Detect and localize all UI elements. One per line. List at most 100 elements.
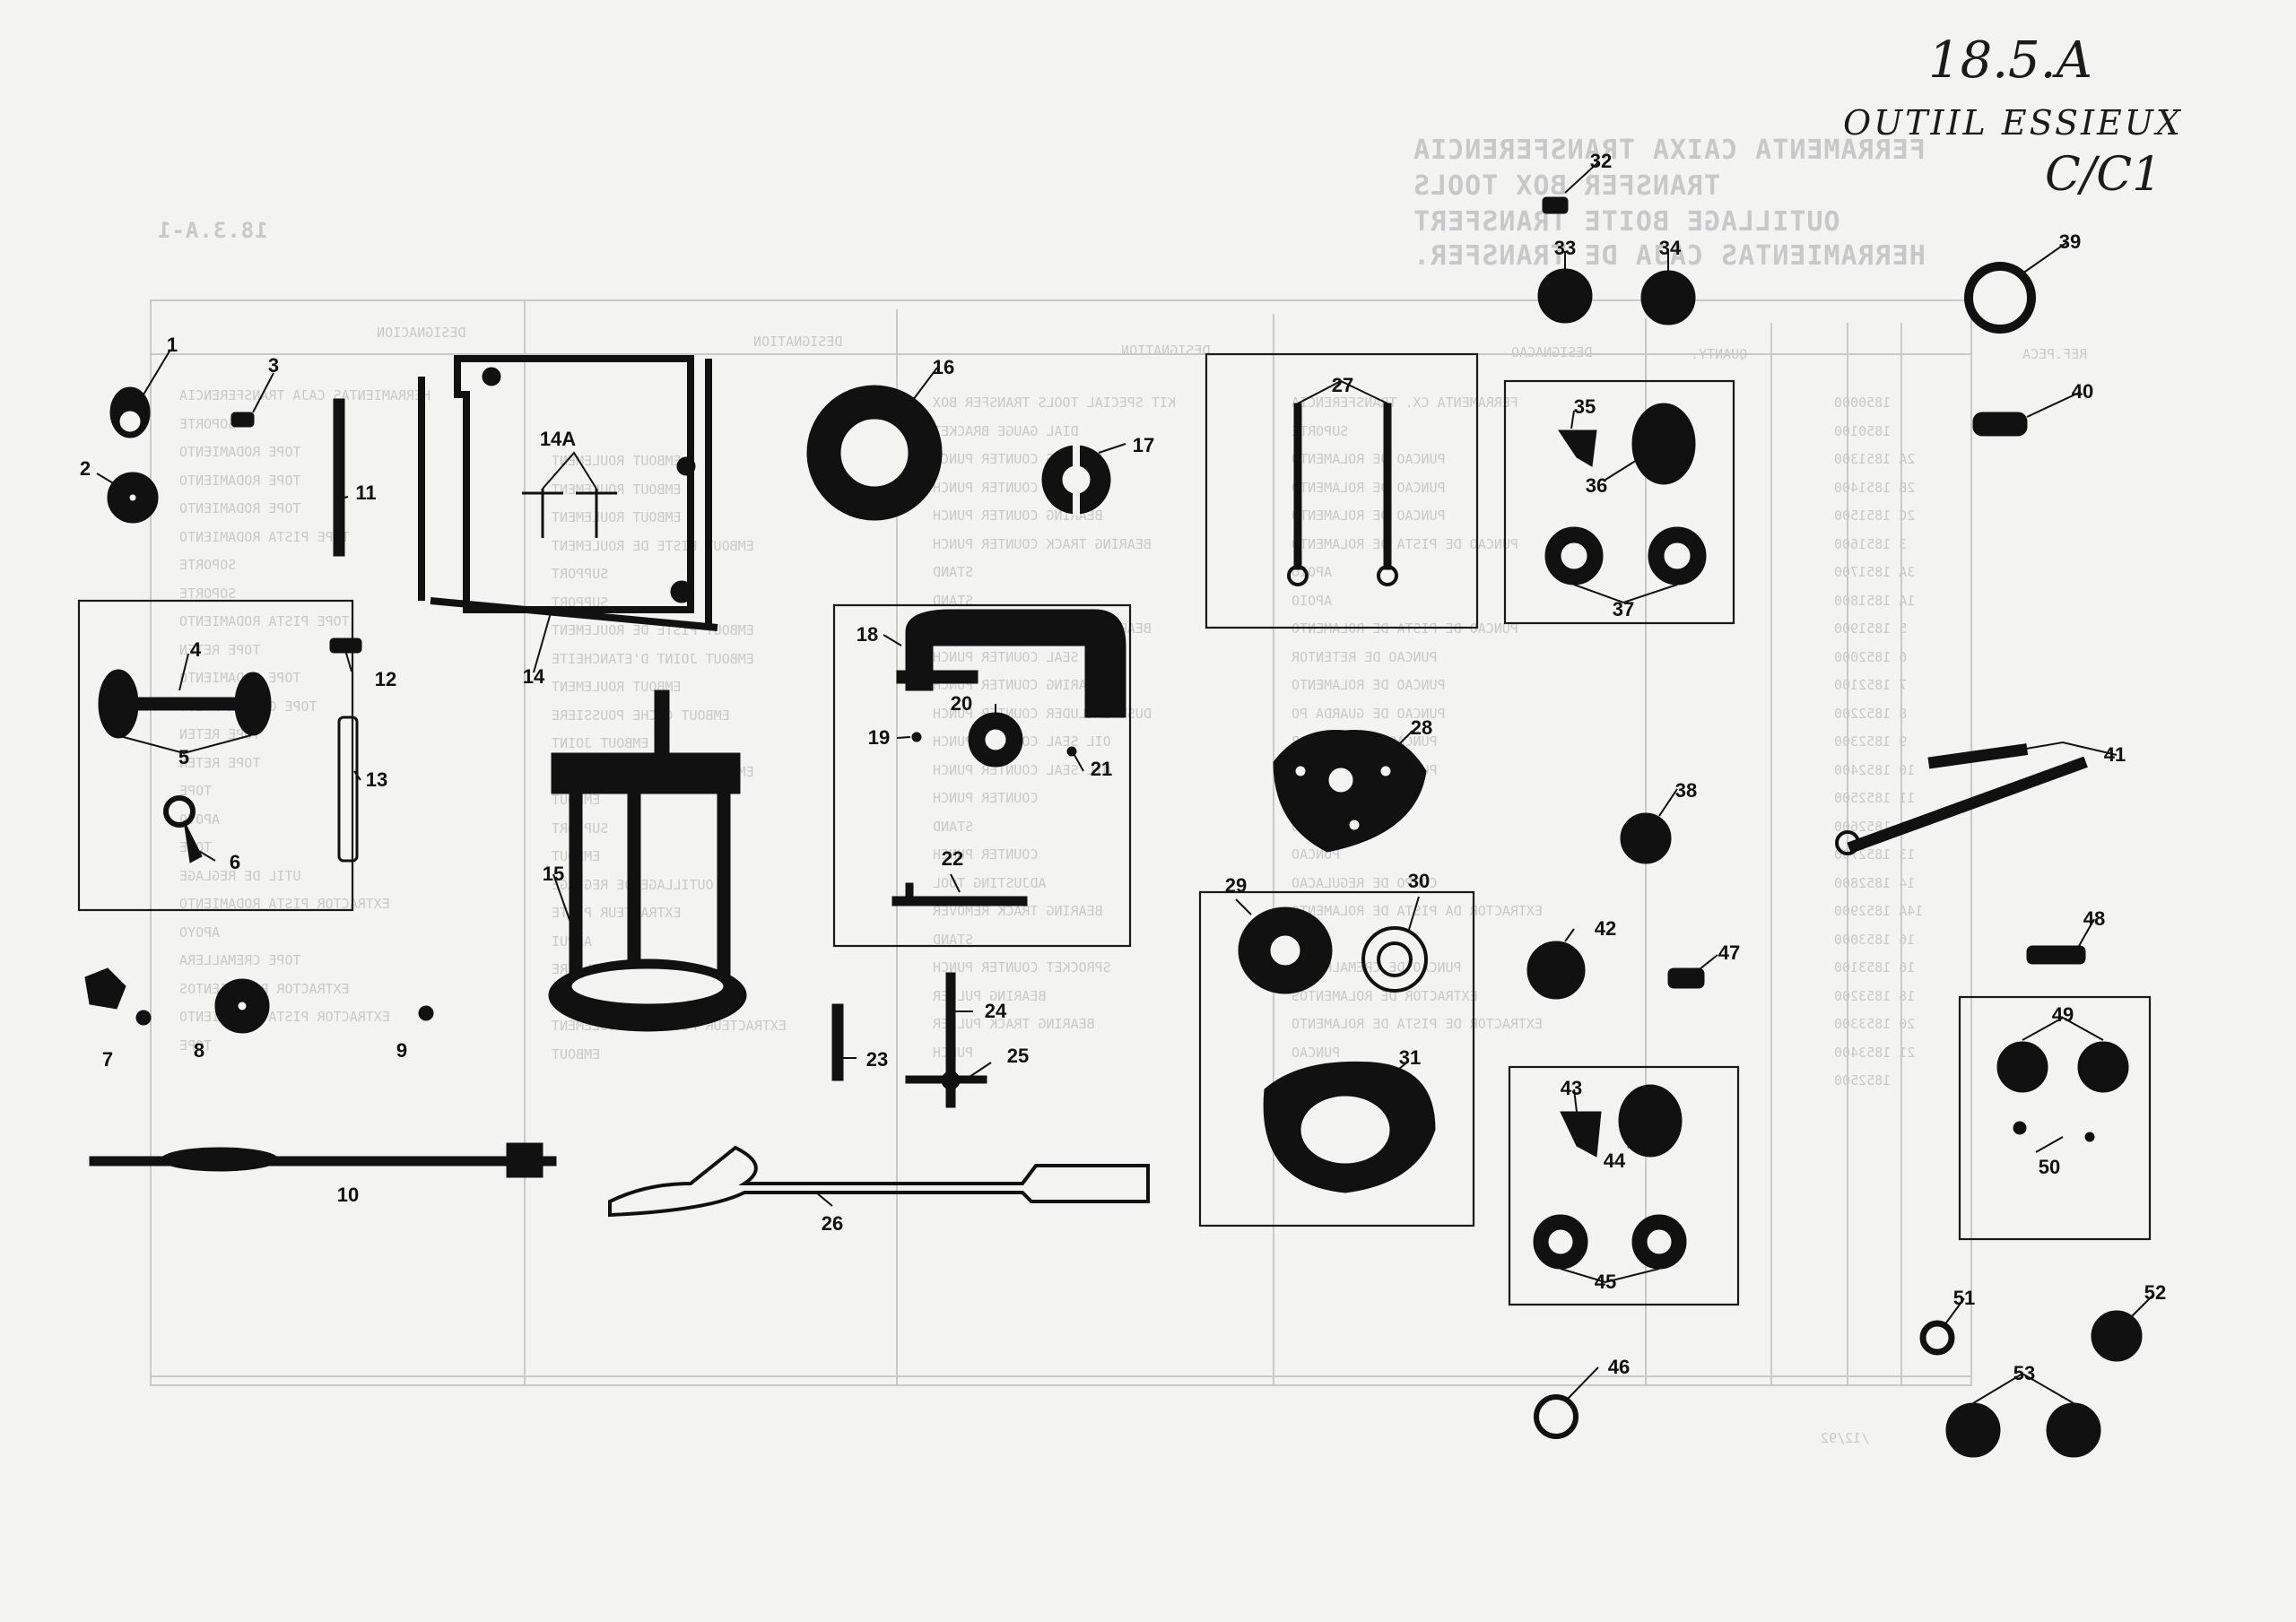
callout-19: 19 bbox=[867, 726, 891, 749]
callout-1: 1 bbox=[166, 334, 178, 356]
callout-32: 32 bbox=[1589, 150, 1613, 172]
callout-36: 36 bbox=[1585, 474, 1608, 497]
callout-49: 49 bbox=[2051, 1003, 2074, 1026]
callout-50: 50 bbox=[2038, 1156, 2061, 1178]
tool-21-pin bbox=[1066, 746, 1077, 757]
tool-35-wedge bbox=[1558, 429, 1597, 467]
tool-23-punch bbox=[831, 1003, 844, 1081]
tool-4-5-punch bbox=[98, 669, 272, 739]
callout-24: 24 bbox=[984, 1000, 1007, 1022]
tool-17-split-ring bbox=[1041, 444, 1111, 516]
callout-7: 7 bbox=[101, 1048, 114, 1071]
callout-12: 12 bbox=[374, 668, 397, 690]
tool-49-disc-b bbox=[2077, 1041, 2129, 1093]
callout-28: 28 bbox=[1410, 716, 1433, 739]
callout-35: 35 bbox=[1573, 395, 1596, 418]
tool-42-disc bbox=[1526, 941, 1586, 1000]
tool-14-stand bbox=[418, 355, 718, 631]
callout-4: 4 bbox=[189, 638, 202, 661]
panel-29-31 bbox=[1198, 890, 1475, 1227]
callout-47: 47 bbox=[1718, 941, 1741, 964]
callout-25: 25 bbox=[1006, 1045, 1030, 1067]
callout-42: 42 bbox=[1594, 917, 1617, 940]
tool-26-wrench bbox=[608, 1145, 1150, 1218]
callout-26: 26 bbox=[821, 1212, 844, 1235]
tool-31-plate bbox=[1263, 1061, 1436, 1193]
callout-18: 18 bbox=[856, 623, 879, 646]
tool-43-wedge bbox=[1560, 1111, 1602, 1158]
panel-35-37 bbox=[1503, 379, 1735, 625]
tool-3-pin bbox=[230, 412, 255, 428]
callout-41: 41 bbox=[2103, 743, 2126, 766]
callout-51: 51 bbox=[1952, 1287, 1976, 1309]
tool-48-sleeve bbox=[2026, 945, 2086, 965]
callout-48: 48 bbox=[2083, 907, 2106, 930]
callout-34: 34 bbox=[1658, 237, 1682, 259]
callout-43: 43 bbox=[1560, 1077, 1583, 1099]
tool-52-disc bbox=[2091, 1310, 2143, 1362]
callout-2: 2 bbox=[79, 457, 91, 480]
callout-30: 30 bbox=[1407, 870, 1431, 892]
tool-24-25-t-bar bbox=[905, 972, 987, 1108]
callout-33: 33 bbox=[1553, 237, 1577, 259]
tool-51-ring bbox=[1919, 1320, 1955, 1356]
panel-43-45 bbox=[1508, 1065, 1740, 1306]
callout-38: 38 bbox=[1674, 779, 1698, 802]
tools bbox=[84, 196, 2143, 1458]
tool-40-sleeve bbox=[1972, 412, 2028, 437]
callout-39: 39 bbox=[2058, 230, 2082, 253]
tool-38-disc bbox=[1620, 812, 1672, 864]
handwritten-code: 18.5.A bbox=[1928, 31, 2092, 90]
tool-50-pin-b bbox=[2084, 1132, 2095, 1142]
callout-14a: 14A bbox=[539, 428, 577, 450]
tool-19-pin bbox=[911, 732, 922, 742]
tool-22-bar bbox=[891, 882, 1028, 906]
tool-47-pin bbox=[1667, 967, 1705, 989]
tool-28-flange bbox=[1273, 729, 1427, 853]
callout-52: 52 bbox=[2144, 1281, 2167, 1304]
callout-20: 20 bbox=[950, 692, 973, 715]
tool-27-pins bbox=[1287, 403, 1398, 586]
tool-11-rod bbox=[333, 398, 345, 557]
tool-39-ring bbox=[1964, 262, 2036, 334]
tool-37-rings bbox=[1544, 526, 1707, 585]
callout-40: 40 bbox=[2071, 380, 2094, 403]
callout-14: 14 bbox=[522, 665, 545, 688]
callout-5: 5 bbox=[178, 746, 190, 768]
tool-32-pin bbox=[1542, 196, 1569, 214]
callout-31: 31 bbox=[1398, 1046, 1422, 1069]
callout-16: 16 bbox=[932, 356, 955, 378]
tool-6-key bbox=[163, 795, 203, 863]
tool-46-clip bbox=[1534, 1394, 1578, 1439]
tool-33-disc bbox=[1537, 268, 1593, 324]
tool-10-long-rod bbox=[89, 1142, 557, 1178]
callout-27: 27 bbox=[1331, 374, 1354, 396]
callout-44: 44 bbox=[1603, 1149, 1626, 1172]
tool-41-bolts bbox=[1835, 743, 2088, 855]
ghost-table-grid bbox=[150, 299, 1972, 1386]
tool-34-disc bbox=[1640, 270, 1696, 325]
tool-53-nut-b bbox=[2046, 1402, 2101, 1458]
handwritten-title: OUTIIL ESSIEUX bbox=[1843, 103, 2183, 143]
callout-29: 29 bbox=[1224, 874, 1248, 897]
callout-3: 3 bbox=[267, 354, 280, 377]
tool-49-disc-a bbox=[1996, 1041, 2048, 1093]
panel-27 bbox=[1205, 352, 1479, 629]
tool-30-spring bbox=[1361, 926, 1428, 993]
callout-10: 10 bbox=[336, 1184, 360, 1206]
tool-45-rings bbox=[1533, 1214, 1687, 1270]
handwritten-subtitle: C/C1 bbox=[2045, 148, 2162, 202]
callout-11: 11 bbox=[355, 481, 377, 504]
callout-17: 17 bbox=[1132, 434, 1155, 456]
tool-18-clamp bbox=[896, 609, 1126, 718]
panel-4-6 bbox=[77, 599, 354, 912]
callout-21: 21 bbox=[1090, 758, 1113, 780]
tool-9-pin bbox=[418, 1005, 434, 1021]
callout-9: 9 bbox=[396, 1039, 408, 1062]
tool-15-puller bbox=[548, 690, 747, 1032]
tool-14a-crosses bbox=[522, 489, 617, 538]
callout-22: 22 bbox=[941, 847, 964, 870]
tool-53-nut-a bbox=[1945, 1402, 2001, 1458]
